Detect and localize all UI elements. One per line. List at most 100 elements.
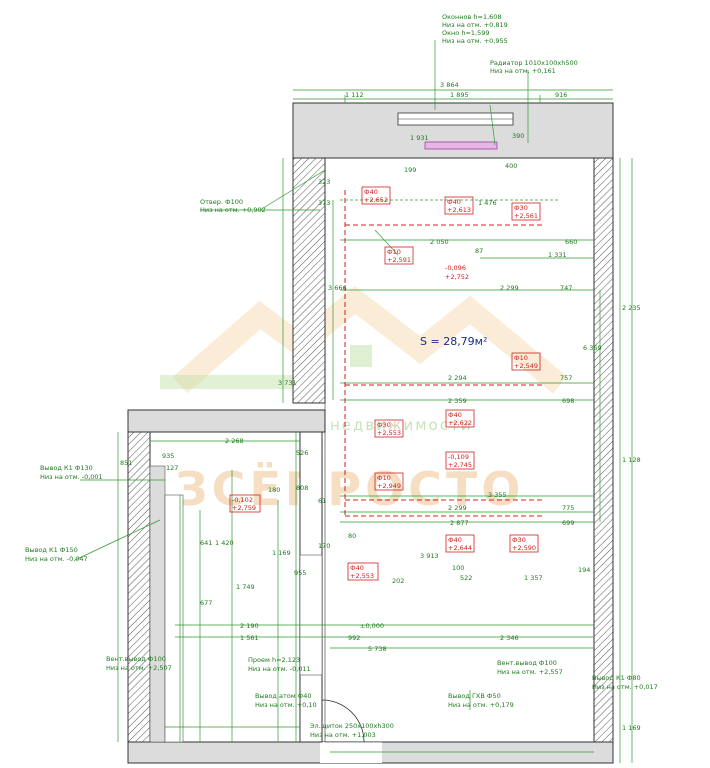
mark-value: +2,590 bbox=[512, 544, 536, 552]
note-vent2-2: Низ на отм. +2,557 bbox=[497, 668, 563, 676]
dim-851: 851 bbox=[120, 459, 132, 467]
watermark: недвижимости ЗСЁПРОСТО bbox=[160, 285, 568, 516]
note-radiator-2: Низ на отм. +0,161 bbox=[490, 67, 556, 75]
note-opening-1: Проем h=2,123 bbox=[248, 656, 300, 664]
dim-2050: 2 050 bbox=[430, 238, 449, 246]
dim-61: 61 bbox=[318, 497, 326, 505]
note-radiator-1: Радиатор 1010х100хh500 bbox=[490, 59, 578, 67]
mark-value: +2,752 bbox=[445, 273, 469, 281]
dim-373: 373 bbox=[318, 199, 330, 207]
dim-top-b: 1 895 bbox=[450, 91, 469, 99]
dim-1169b: 1 169 bbox=[622, 724, 641, 732]
pipe-marks: Ф40 +2,652 Ф40 +2,613 Ф30 +2,561 Ф10 +2,… bbox=[229, 186, 541, 581]
mark-value: +2,549 bbox=[514, 362, 538, 370]
mark-label: Ф40 bbox=[364, 188, 378, 196]
dim-660: 660 bbox=[565, 238, 577, 246]
dim-390: 390 bbox=[512, 132, 524, 140]
mark-label: Ф40 bbox=[350, 564, 364, 572]
mark-label: Ф10 bbox=[387, 248, 401, 256]
dim-323: 323 bbox=[318, 178, 330, 186]
dim-170: 170 bbox=[318, 542, 330, 550]
dim-955: 955 bbox=[294, 569, 306, 577]
mark-value: +2,553 bbox=[377, 429, 401, 437]
walls bbox=[127, 102, 614, 764]
note-atom-1: Вывод атом Ф40 bbox=[255, 692, 312, 700]
mark-label: -0,096 bbox=[445, 264, 466, 272]
dim-202: 202 bbox=[392, 577, 404, 585]
dim-194: 194 bbox=[578, 566, 590, 574]
dim-747: 747 bbox=[560, 284, 572, 292]
note-k1-130-1: Вывод К1 Ф130 bbox=[40, 464, 93, 472]
dim-2190: 2 190 bbox=[240, 622, 259, 630]
note-hole-1: Отвер. Ф100 bbox=[200, 198, 243, 206]
dim-80: 80 bbox=[348, 532, 356, 540]
note-hvs-1: Вывод ГХВ Ф50 bbox=[448, 692, 501, 700]
dim-698: 698 bbox=[562, 397, 574, 405]
mark-label: Ф40 bbox=[448, 411, 462, 419]
note-window-1: Оконнов h=1,608 bbox=[442, 13, 502, 21]
note-k1-150-2: Низ на отм. -0,047 bbox=[25, 555, 88, 563]
mark-label: Ф10 bbox=[377, 474, 391, 482]
dim-808: 808 bbox=[296, 484, 308, 492]
mark-value: +2,561 bbox=[514, 212, 538, 220]
watermark-sub: недвижимости bbox=[330, 416, 472, 434]
dim-2877: 2 877 bbox=[450, 519, 469, 527]
mark-label: Ф30 bbox=[377, 421, 391, 429]
dim-5738: 5 738 bbox=[368, 645, 387, 653]
dim-775: 775 bbox=[562, 504, 574, 512]
mark-label: -0,102 bbox=[232, 496, 253, 504]
dim-1331: 1 331 bbox=[548, 251, 567, 259]
dim-992: 992 bbox=[348, 634, 360, 642]
dim-2359: 2 359 bbox=[448, 397, 467, 405]
dim-2268: 2 268 bbox=[225, 437, 244, 445]
note-opening-2: Низ на отм. -0,011 bbox=[248, 665, 311, 673]
dim-2294: 2 294 bbox=[448, 374, 467, 382]
note-shield-2: Низ на отм. +1,003 bbox=[310, 731, 376, 739]
note-window-4: Низ на отм. +0,955 bbox=[442, 37, 508, 45]
note-vent-1: Вент.вывод Ф100 bbox=[106, 655, 166, 663]
note-k1-80-1: Вывод К1 Ф80 bbox=[592, 674, 641, 682]
dim-522: 522 bbox=[460, 574, 472, 582]
mark-label: Ф30 bbox=[512, 536, 526, 544]
dim-1357: 1 357 bbox=[524, 574, 543, 582]
mark-label: Ф40 bbox=[447, 198, 461, 206]
mark-value: +2,644 bbox=[448, 544, 472, 552]
note-window-2: Низ на отм. +0,819 bbox=[442, 21, 508, 29]
dim-526: 526 bbox=[296, 449, 308, 457]
area-label: S = 28,79м² bbox=[420, 335, 487, 348]
note-window-3: Окно h=1,599 bbox=[442, 29, 490, 37]
dim-zero: ±0,000 bbox=[360, 622, 384, 630]
dimension-labels: 3 864 1 112 1 895 916 390 400 199 1 931 … bbox=[120, 81, 641, 732]
note-hvs-2: Низ на отм. +0,179 bbox=[448, 701, 514, 709]
watermark-main: ЗСЁПРОСТО bbox=[175, 462, 524, 516]
mark-value: +2,759 bbox=[232, 504, 256, 512]
dim-180: 180 bbox=[268, 486, 280, 494]
dim-757: 757 bbox=[560, 374, 572, 382]
dim-top-total: 3 864 bbox=[440, 81, 459, 89]
mark-value: +2,622 bbox=[448, 419, 472, 427]
dim-1931: 1 931 bbox=[410, 134, 429, 142]
dim-1420: 1 420 bbox=[215, 539, 234, 547]
note-vent2-1: Вент.вывод Ф100 bbox=[497, 659, 557, 667]
note-k1-130-2: Низ на отм. -0,001 bbox=[40, 473, 103, 481]
mark-value: +2,591 bbox=[387, 256, 411, 264]
dim-400: 400 bbox=[505, 162, 517, 170]
dim-2299a: 2 299 bbox=[500, 284, 519, 292]
dim-935: 935 bbox=[162, 452, 174, 460]
mark-value: +2,613 bbox=[447, 206, 471, 214]
mark-value: +2,745 bbox=[448, 461, 472, 469]
note-vent-2: Низ на отм. +2,507 bbox=[106, 664, 172, 672]
dim-3355: 3 355 bbox=[488, 491, 507, 499]
dim-1128: 1 128 bbox=[622, 456, 641, 464]
dim-1169: 1 169 bbox=[272, 549, 291, 557]
dim-3913: 3 913 bbox=[420, 552, 439, 560]
mark-label: Ф40 bbox=[448, 536, 462, 544]
dim-2346: 2 346 bbox=[500, 634, 519, 642]
dim-100: 100 bbox=[452, 564, 464, 572]
mark-value: +2,949 bbox=[377, 482, 401, 490]
dim-1749: 1 749 bbox=[236, 583, 255, 591]
dim-1476: 1 476 bbox=[478, 199, 497, 207]
mark-label: Ф10 bbox=[514, 354, 528, 362]
dim-2299b: 2 299 bbox=[448, 504, 467, 512]
